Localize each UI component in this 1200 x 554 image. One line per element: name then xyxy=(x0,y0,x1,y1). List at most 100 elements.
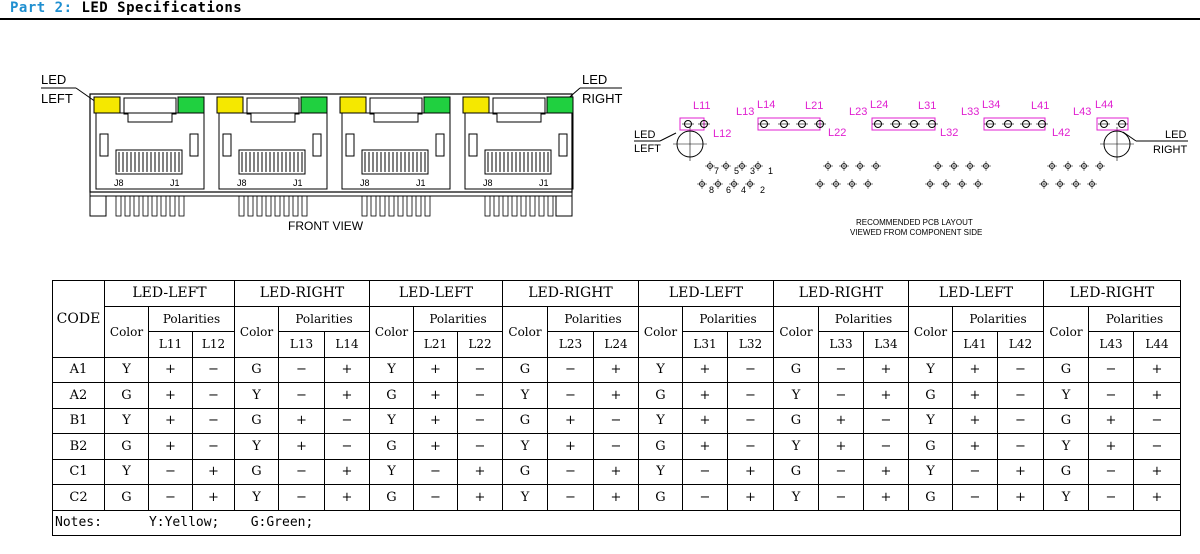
polarity-cell: + xyxy=(1088,433,1134,460)
front-view-caption: FRONT VIEW xyxy=(288,219,364,233)
color-cell: G xyxy=(234,356,279,383)
pcb-led-label: L24 xyxy=(870,99,888,111)
polarity-cell: − xyxy=(457,433,503,460)
pin-number: 7 xyxy=(714,166,719,176)
polarity-cell: − xyxy=(818,484,864,511)
color-cell: Y xyxy=(908,458,953,485)
pin-label-j1: J1 xyxy=(170,178,180,188)
color-cell: G xyxy=(1043,458,1089,485)
port-opening xyxy=(484,149,552,175)
port-latch xyxy=(123,97,177,123)
color-cell: G xyxy=(773,407,819,434)
pin-label-j8: J8 xyxy=(360,178,370,188)
polarity-cell: + xyxy=(148,433,193,460)
led-column-header: L43 xyxy=(1088,331,1134,358)
port-opening xyxy=(238,149,306,175)
polarity-cell: − xyxy=(727,382,774,409)
color-header: Color xyxy=(104,305,149,358)
yellow-led-indicator xyxy=(462,96,490,114)
pcb-led-right-line2: RIGHT xyxy=(1153,144,1188,156)
color-cell: G xyxy=(908,484,953,511)
color-cell: G xyxy=(773,458,819,485)
led-column-header: L13 xyxy=(278,331,325,358)
polarity-cell: − xyxy=(148,484,193,511)
group-header: LED-RIGHT xyxy=(1043,280,1181,307)
polarity-cell: + xyxy=(952,382,998,409)
color-cell: Y xyxy=(638,458,683,485)
led-column-header: L22 xyxy=(457,331,503,358)
pin-label-j1: J1 xyxy=(539,178,549,188)
polarity-cell: − xyxy=(952,458,998,485)
polarity-cell: − xyxy=(278,458,325,485)
polarity-cell: + xyxy=(1088,407,1134,434)
section-part-number: Part 2: xyxy=(10,0,73,16)
polarity-cell: − xyxy=(547,484,594,511)
color-cell: G xyxy=(502,458,548,485)
polarity-cell: − xyxy=(547,356,594,383)
section-title: LED Specifications xyxy=(81,0,243,16)
polarity-cell: + xyxy=(324,382,370,409)
row-code: C1 xyxy=(52,458,105,485)
polarity-cell: − xyxy=(1088,356,1134,383)
polarity-cell: + xyxy=(727,458,774,485)
polarity-cell: − xyxy=(192,433,235,460)
group-header: LED-RIGHT xyxy=(234,280,370,307)
polarity-cell: − xyxy=(192,356,235,383)
row-code: B2 xyxy=(52,433,105,460)
led-column-header: L12 xyxy=(192,331,235,358)
group-header: LED-RIGHT xyxy=(773,280,909,307)
polarity-cell: + xyxy=(457,484,503,511)
polarities-header: Polarities xyxy=(818,305,909,332)
pcb-caption-line2: VIEWED FROM COMPONENT SIDE xyxy=(850,228,982,237)
color-cell: G xyxy=(502,356,548,383)
pin-label-j8: J8 xyxy=(483,178,493,188)
color-cell: Y xyxy=(773,382,819,409)
color-cell: Y xyxy=(234,484,279,511)
pin-number: 5 xyxy=(734,166,739,176)
color-cell: Y xyxy=(502,484,548,511)
polarity-cell: − xyxy=(547,382,594,409)
polarity-cell: + xyxy=(148,382,193,409)
pcb-led-label: L42 xyxy=(1052,127,1070,139)
pin-label-j1: J1 xyxy=(416,178,426,188)
color-cell: Y xyxy=(234,382,279,409)
color-cell: G xyxy=(104,484,149,511)
color-cell: Y xyxy=(638,356,683,383)
polarity-cell: + xyxy=(1133,382,1181,409)
color-cell: Y xyxy=(104,356,149,383)
pcb-led-label: L22 xyxy=(828,127,846,139)
polarity-cell: − xyxy=(457,407,503,434)
led-column-header: L33 xyxy=(818,331,864,358)
polarity-cell: − xyxy=(997,382,1044,409)
polarity-cell: + xyxy=(148,407,193,434)
polarity-cell: − xyxy=(727,356,774,383)
group-header: LED-LEFT xyxy=(908,280,1044,307)
polarity-cell: + xyxy=(997,458,1044,485)
group-header: LED-LEFT xyxy=(638,280,774,307)
polarity-cell: − xyxy=(413,484,458,511)
polarity-cell: + xyxy=(413,382,458,409)
pin-number: 6 xyxy=(726,185,731,195)
color-header: Color xyxy=(638,305,683,358)
yellow-led-indicator xyxy=(216,96,244,114)
polarity-cell: + xyxy=(863,484,909,511)
port-latch xyxy=(246,97,300,123)
pcb-led-right-line1: LED xyxy=(1165,129,1186,141)
color-cell: Y xyxy=(1043,484,1089,511)
polarity-cell: + xyxy=(1133,356,1181,383)
polarity-cell: + xyxy=(457,458,503,485)
color-header: Color xyxy=(234,305,279,358)
color-cell: Y xyxy=(502,433,548,460)
polarity-cell: + xyxy=(593,484,639,511)
polarity-cell: + xyxy=(593,382,639,409)
pin-number: 8 xyxy=(709,185,714,195)
green-led-indicator xyxy=(423,96,451,114)
polarity-cell: + xyxy=(547,407,594,434)
port-opening xyxy=(115,149,183,175)
polarity-cell: − xyxy=(593,433,639,460)
pin-label-j1: J1 xyxy=(293,178,303,188)
